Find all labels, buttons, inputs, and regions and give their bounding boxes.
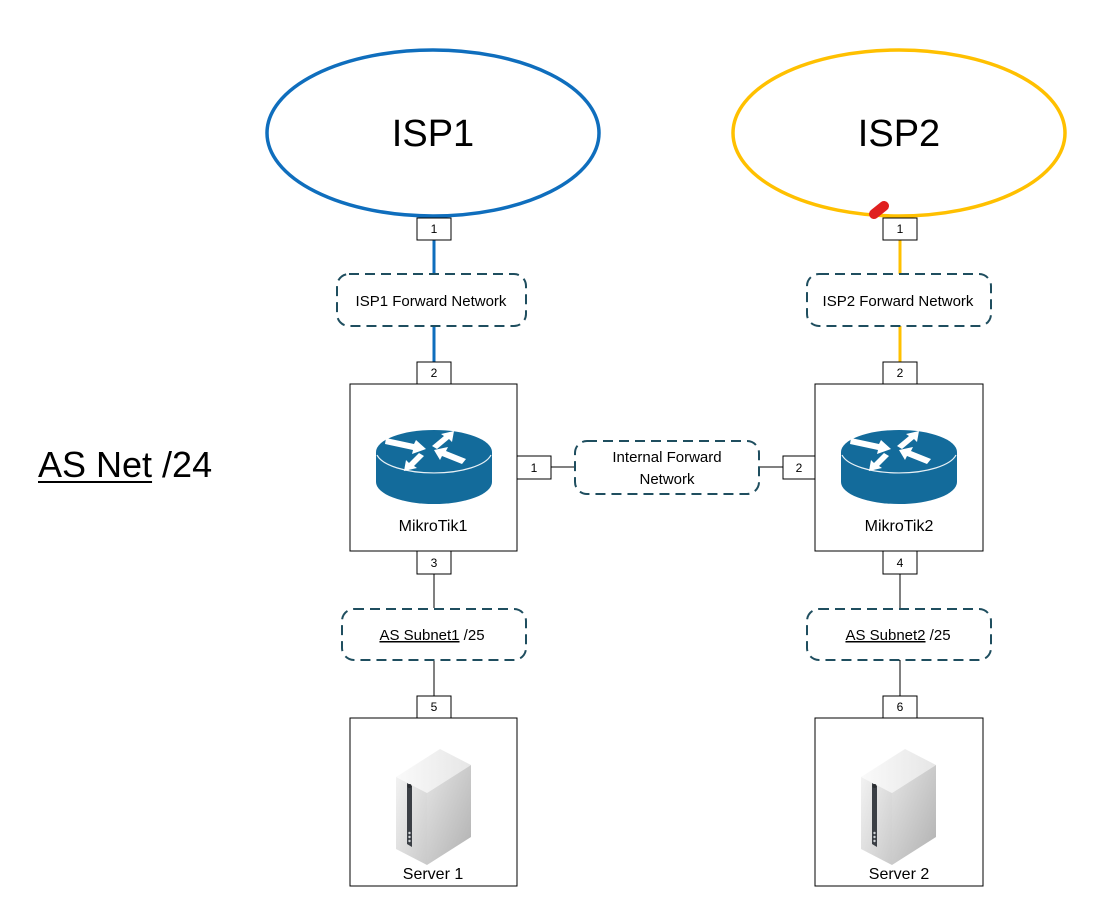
as-subnet2[interactable]: AS Subnet2 /25	[806, 608, 992, 661]
subnet2-label: AS Subnet2 /25	[845, 627, 950, 644]
server-label: Server 2	[869, 866, 930, 883]
isp2-forward-network[interactable]: ISP2 Forward Network	[806, 273, 992, 327]
port-server1: 5	[416, 695, 452, 719]
internal-forward-label-line1: Internal Forward	[612, 449, 721, 466]
port-label: 1	[531, 461, 538, 475]
port-label: 3	[431, 556, 438, 570]
port-label: 4	[897, 556, 904, 570]
isp1-node[interactable]: ISP1	[265, 48, 601, 218]
port-isp1-1: 1	[416, 217, 452, 241]
subnet1-prefix: /25	[460, 627, 485, 644]
port-mt2-top: 2	[882, 361, 918, 385]
port-mt1-top: 2	[416, 361, 452, 385]
ports: 1 1 2 2 1 2 3 4	[416, 217, 918, 719]
as-net-prefix: /24	[152, 444, 213, 485]
internal-forward-network[interactable]: Internal Forward Network	[574, 440, 760, 495]
fault-marker	[869, 201, 889, 219]
port-mt2-bottom: 4	[882, 550, 918, 575]
as-net-name: AS Net	[38, 444, 153, 485]
port-isp2-1: 1	[882, 217, 918, 241]
port-mt1-bottom: 3	[416, 550, 452, 575]
port-label: 2	[431, 366, 438, 380]
isp1-ellipse	[265, 48, 601, 218]
router-icon	[840, 429, 958, 505]
server-1[interactable]: Server 1	[349, 717, 518, 887]
port-label: 1	[897, 222, 904, 236]
as-net-label: AS Net /24	[38, 444, 212, 486]
router-mikrotik1[interactable]: MikroTik1	[349, 383, 518, 552]
isp1-forward-network[interactable]: ISP1 Forward Network	[336, 273, 527, 327]
subnet2-prefix: /25	[926, 627, 951, 644]
internal-forward-label-line2: Network	[639, 471, 695, 488]
subnet1-name: AS Subnet1	[379, 627, 459, 644]
port-mt2-side: 2	[782, 455, 816, 480]
port-label: 5	[431, 700, 438, 714]
as-subnet1[interactable]: AS Subnet1 /25	[341, 608, 527, 661]
isp2-label: ISP2	[858, 113, 940, 155]
port-label: 2	[796, 461, 803, 475]
isp1-forward-label: ISP1 Forward Network	[356, 293, 507, 310]
isp2-node[interactable]: ISP2	[731, 48, 1067, 219]
subnet2-name: AS Subnet2	[845, 627, 925, 644]
router-label: MikroTik2	[865, 518, 934, 535]
router-mikrotik2[interactable]: MikroTik2	[814, 383, 984, 552]
isp1-label: ISP1	[392, 113, 474, 155]
links	[432, 240, 902, 696]
port-label: 1	[431, 222, 438, 236]
port-label: 6	[897, 700, 904, 714]
port-server2: 6	[882, 695, 918, 719]
router-icon	[375, 429, 493, 505]
port-mt1-side: 1	[516, 455, 552, 480]
subnet1-label: AS Subnet1 /25	[379, 627, 484, 644]
port-label: 2	[897, 366, 904, 380]
server-label: Server 1	[403, 866, 464, 883]
isp2-forward-label: ISP2 Forward Network	[823, 293, 974, 310]
isp2-ellipse	[731, 48, 1067, 218]
router-label: MikroTik1	[399, 518, 468, 535]
server-2[interactable]: Server 2	[814, 717, 984, 887]
